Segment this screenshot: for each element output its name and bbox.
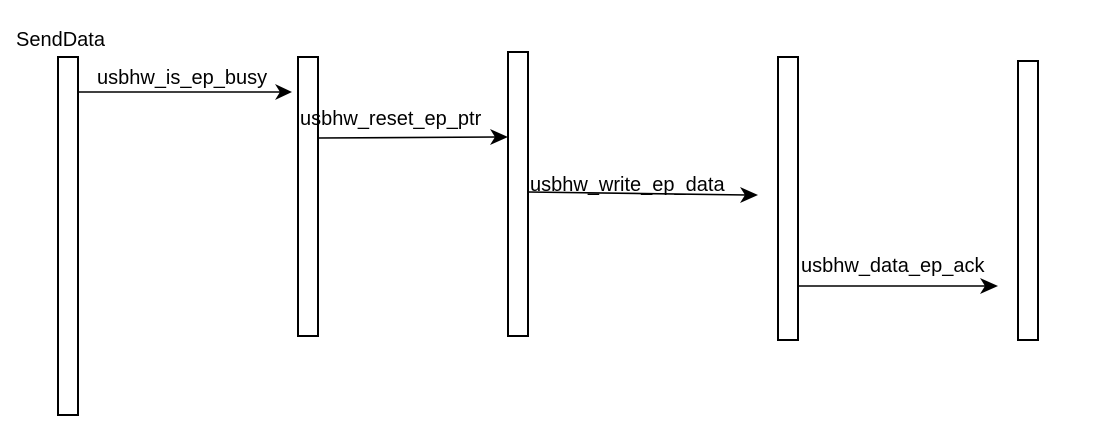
message-3-line: [527, 191, 748, 196]
activation-bar-3[interactable]: [507, 51, 529, 337]
message-2[interactable]: usbhw_reset_ep_ptr: [300, 108, 508, 145]
message-2-line: [317, 136, 498, 139]
message-1[interactable]: usbhw_is_ep_busy: [78, 67, 292, 100]
message-1-label: usbhw_is_ep_busy: [97, 67, 267, 89]
message-4[interactable]: usbhw_data_ep_ack: [798, 255, 998, 294]
activation-bar-2[interactable]: [297, 56, 319, 337]
message-1-arrowhead: [275, 84, 292, 100]
message-4-label: usbhw_data_ep_ack: [801, 255, 985, 277]
activation-bar-5[interactable]: [1017, 60, 1039, 341]
activation-bar-4[interactable]: [777, 56, 799, 341]
message-2-label: usbhw_reset_ep_ptr: [300, 108, 482, 130]
message-3-arrowhead: [740, 187, 758, 203]
message-3[interactable]: usbhw_write_ep_data: [527, 174, 758, 203]
activation-bar-senddata[interactable]: [57, 56, 79, 416]
message-4-arrowhead: [980, 278, 998, 294]
diagram-title: SendData: [16, 29, 106, 51]
message-3-label: usbhw_write_ep_data: [530, 174, 725, 196]
message-2-arrowhead: [490, 129, 508, 145]
